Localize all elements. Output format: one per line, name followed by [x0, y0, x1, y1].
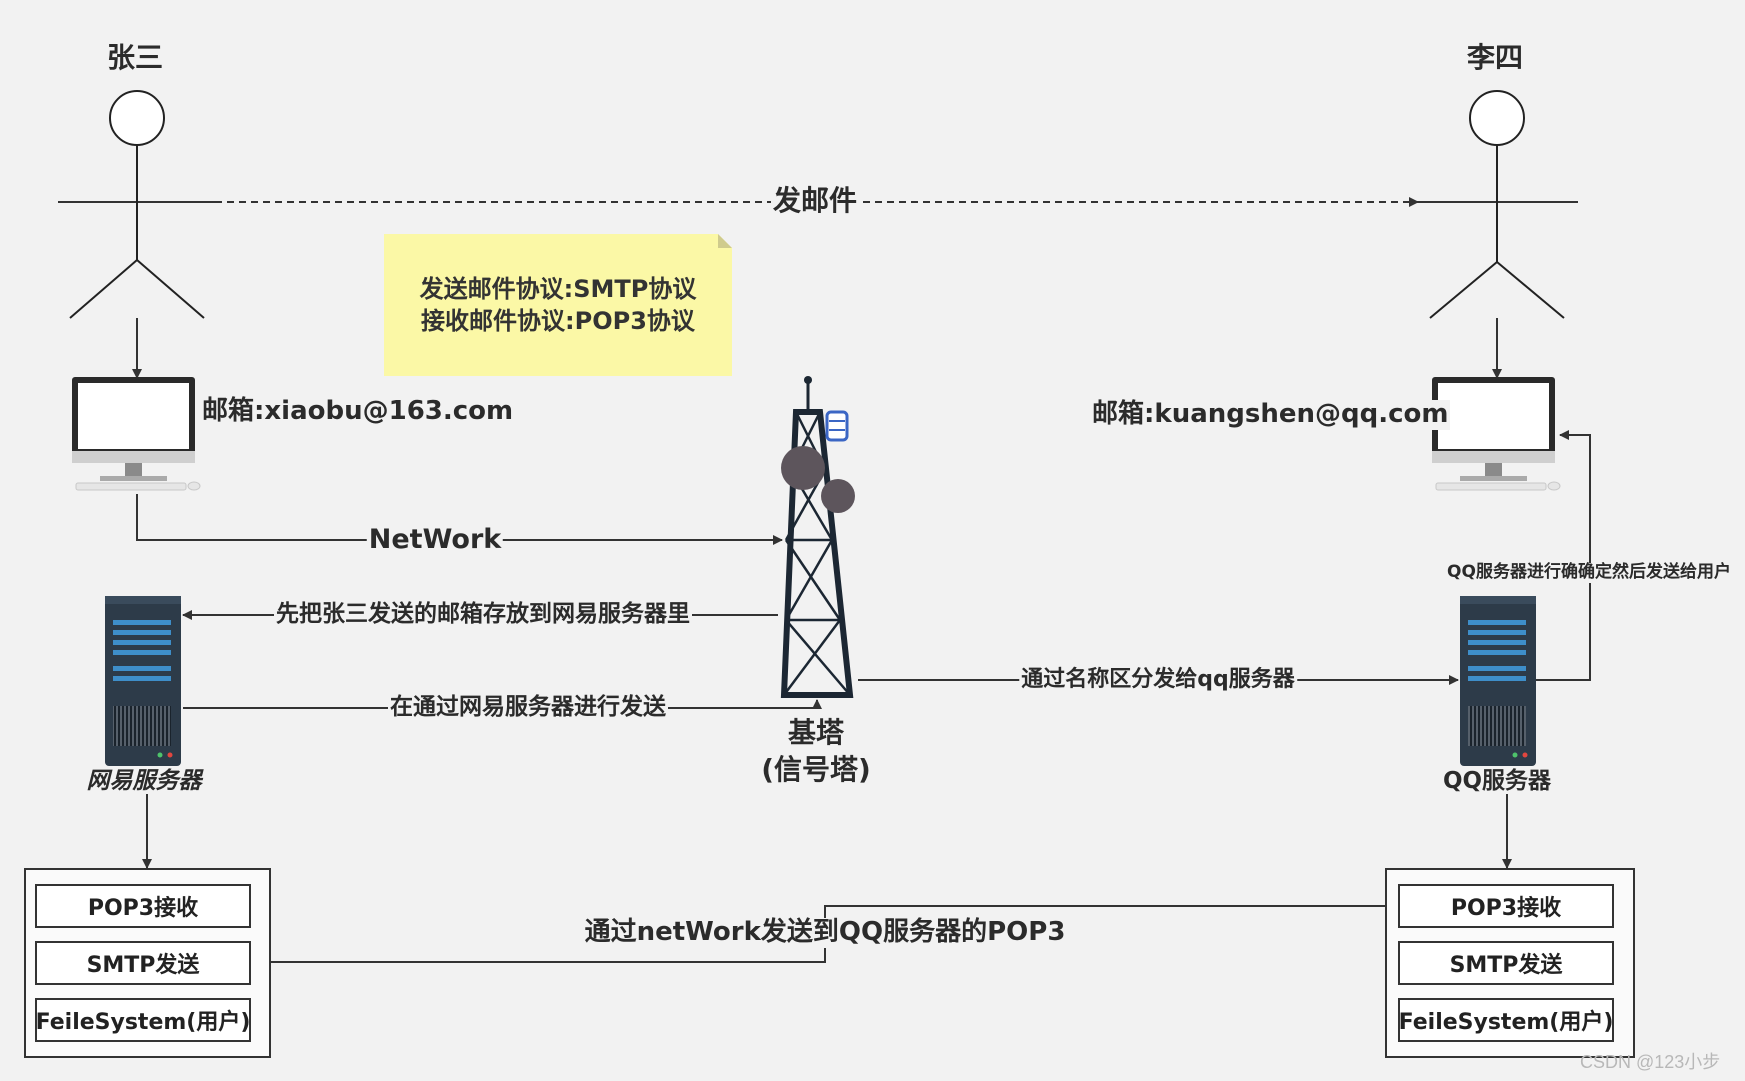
receiver-computer-icon: [1432, 377, 1561, 491]
receiver-email: 邮箱:kuangshen@qq.com: [1090, 399, 1451, 430]
sender-stick-figure: [69, 90, 205, 319]
pop3-transfer-label: 通过netWork发送到QQ服务器的POP3: [582, 917, 1068, 948]
protocol-note: 发送邮件协议:SMTP协议 接收邮件协议:POP3协议: [384, 234, 732, 376]
qq-confirm-arrow: [1535, 430, 1591, 681]
store-netease-label: 先把张三发送的邮箱存放到网易服务器里: [274, 601, 692, 628]
send-mail-label: 发邮件: [770, 184, 860, 218]
network-label: NetWork: [366, 524, 504, 556]
right-pop3-receive: POP3接收: [1398, 884, 1614, 928]
left-smtp-send: SMTP发送: [35, 941, 251, 985]
route-to-qq-label: 通过名称区分发给qq服务器: [1019, 667, 1297, 693]
qq-server-label: QQ服务器: [1442, 768, 1552, 794]
qq-confirm-label: QQ服务器进行确确定然后发送给用户: [1445, 562, 1733, 583]
right-file-system: FeileSystem(用户): [1398, 998, 1614, 1042]
left-file-system: FeileSystem(用户): [35, 998, 251, 1042]
right-smtp-send: SMTP发送: [1398, 941, 1614, 985]
netease-server-icon: [105, 596, 181, 766]
qq-server-icon: [1460, 596, 1536, 766]
sender-email: 邮箱:xiaobu@163.com: [200, 396, 516, 427]
network-arrow: [136, 494, 783, 545]
left-pop3-receive: POP3接收: [35, 884, 251, 928]
tower-label: 基塔: [787, 716, 845, 749]
netease-server-label: 网易服务器: [86, 768, 202, 794]
watermark: CSDN @123小步: [1580, 1052, 1721, 1072]
qq-protocol-stack: POP3接收 SMTP发送 FeileSystem(用户): [1385, 868, 1635, 1058]
netease-protocol-stack: POP3接收 SMTP发送 FeileSystem(用户): [24, 868, 271, 1058]
sender-computer-icon: [72, 377, 201, 491]
receiver-name: 李四: [1464, 41, 1526, 75]
tower-sub-label: (信号塔): [761, 753, 871, 786]
sender-name: 张三: [104, 41, 166, 75]
receiver-stick-figure: [1429, 90, 1565, 319]
signal-tower-icon: [780, 376, 855, 698]
send-via-netease-label: 在通过网易服务器进行发送: [388, 694, 668, 721]
note-smtp-line: 发送邮件协议:SMTP协议: [419, 274, 697, 303]
note-pop3-line: 接收邮件协议:POP3协议: [421, 307, 695, 335]
